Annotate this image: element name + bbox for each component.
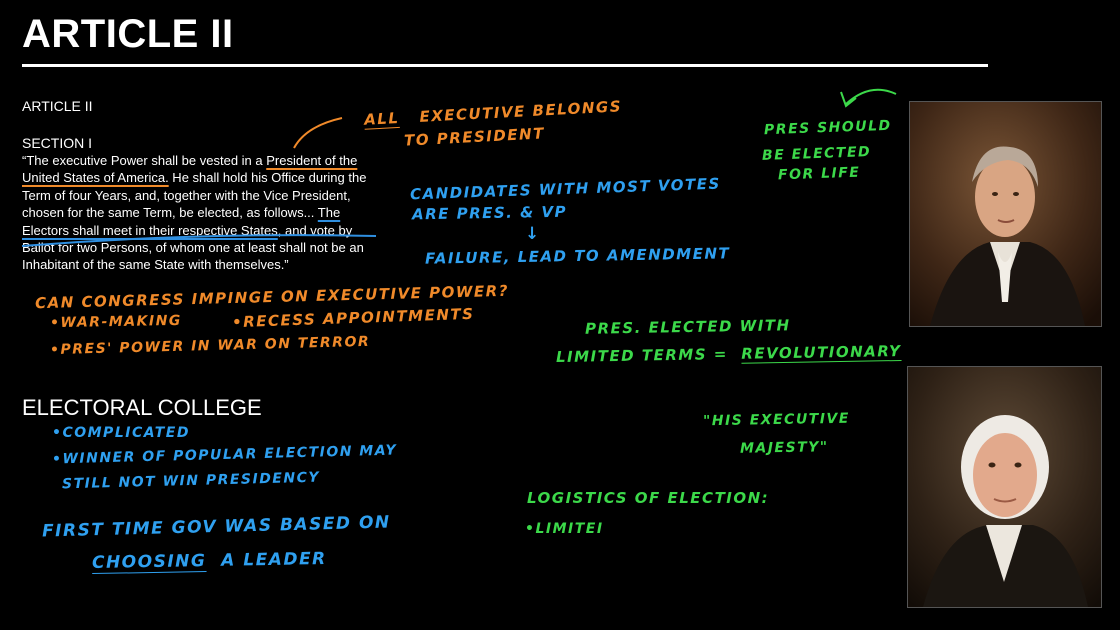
page-title: ARTICLE II — [22, 12, 234, 56]
green-arrowhead-icon — [840, 91, 857, 108]
portrait-image — [910, 102, 1101, 326]
orange-connector-stroke — [293, 117, 343, 149]
portrait-image — [908, 367, 1101, 607]
hamilton-portrait — [909, 101, 1102, 327]
note-logistics: LOGISTICS OF ELECTION: — [527, 489, 770, 507]
note-complicated: •COMPLICATED — [52, 425, 190, 441]
quote-underlined-president: President of the United States of Americ… — [22, 153, 358, 186]
electoral-college-heading: ELECTORAL COLLEGE — [22, 395, 262, 420]
green-curve-stroke — [845, 88, 897, 105]
blue-underline-stroke — [21, 234, 377, 247]
section-heading: SECTION I — [22, 135, 93, 151]
document-heading: ARTICLE II — [22, 98, 93, 114]
quote-text: He shall hold his Office during the Term… — [22, 170, 367, 221]
adams-portrait — [907, 366, 1102, 608]
quote-underlined-electors: The Electors shall meet in their respect… — [22, 205, 341, 238]
constitution-quote: “The executive Power shall be vested in … — [22, 152, 382, 274]
down-arrow-icon: ↓ — [525, 224, 541, 244]
quote-text: , and vote by Ballot for two Persons, of… — [22, 222, 364, 273]
title-divider — [22, 64, 988, 67]
note-limited: •LIMITEI — [525, 521, 604, 537]
quote-text: “The executive Power shall be vested in … — [22, 153, 267, 168]
